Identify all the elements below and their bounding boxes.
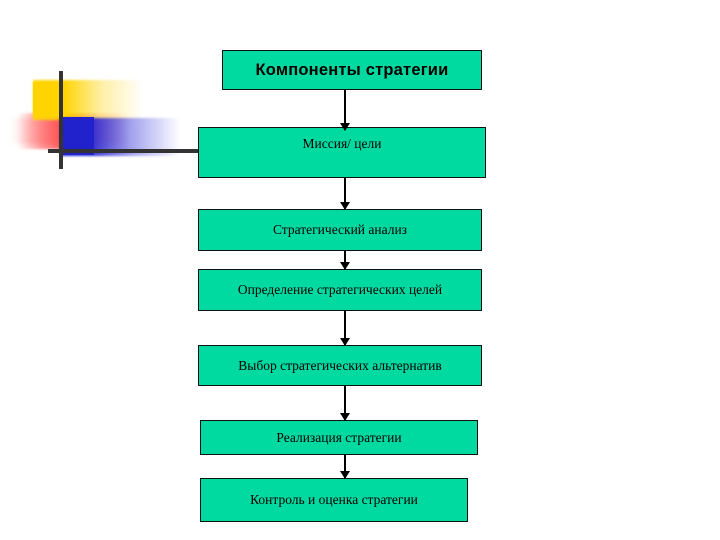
- flow-node-alternatives: Выбор стратегических альтернатив: [198, 345, 482, 386]
- flow-node-mission: Миссия/ цели: [198, 127, 486, 178]
- flow-node-goals: Определение стратегических целей: [198, 269, 482, 311]
- arrow-head-icon: [340, 338, 350, 346]
- arrow-head-icon: [340, 202, 350, 210]
- arrow-goals-to-alternatives: [340, 311, 350, 346]
- arrow-analysis-to-goals: [340, 251, 350, 270]
- blue-square: [60, 117, 94, 155]
- arrow-head-icon: [340, 471, 350, 479]
- flow-node-control-label: Контроль и оценка стратегии: [250, 492, 418, 508]
- arrow-mission-to-analysis: [340, 178, 350, 210]
- flow-node-goals-label: Определение стратегических целей: [237, 282, 443, 298]
- flow-node-analysis: Стратегический анализ: [198, 209, 482, 251]
- arrow-head-icon: [340, 262, 350, 270]
- arrow-implementation-to-control: [340, 455, 350, 479]
- vertical-rule: [59, 71, 63, 169]
- arrow-alternatives-to-implementation: [340, 386, 350, 421]
- flow-node-control: Контроль и оценка стратегии: [200, 478, 468, 522]
- arrow-head-icon: [340, 123, 350, 131]
- flow-node-implementation: Реализация стратегии: [200, 420, 478, 455]
- arrow-title-to-mission: [340, 90, 350, 131]
- arrow-head-icon: [340, 413, 350, 421]
- flow-node-mission-label: Миссия/ цели: [302, 136, 382, 151]
- flow-node-analysis-label: Стратегический анализ: [272, 222, 408, 238]
- flow-node-alternatives-label: Выбор стратегических альтернатив: [238, 357, 442, 373]
- diagram-title-box: Компоненты стратегии: [222, 50, 482, 90]
- diagram-title-label: Компоненты стратегии: [255, 60, 449, 79]
- flow-node-implementation-label: Реализация стратегии: [276, 429, 402, 445]
